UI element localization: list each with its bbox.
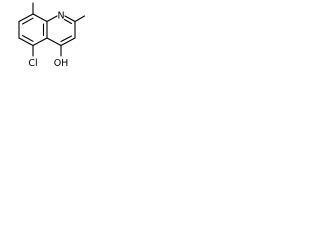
chemical-structure: N Cl OH (18, 2, 86, 69)
methyl-bond-c2 (74, 15, 86, 23)
double-bond-inner (63, 18, 73, 25)
double-bond-inner (60, 35, 73, 43)
bond (46, 37, 62, 47)
bond (60, 37, 76, 47)
bond (18, 37, 34, 47)
nitrogen-label: N (57, 11, 64, 22)
bond (32, 13, 48, 23)
double-bond-inner (21, 17, 34, 25)
bond (18, 13, 34, 23)
chlorine-label: Cl (28, 58, 37, 69)
double-bond-inner (21, 34, 34, 42)
hydroxyl-label: OH (54, 58, 69, 69)
bond (46, 15, 58, 23)
bond (32, 37, 48, 47)
bond (64, 15, 76, 23)
